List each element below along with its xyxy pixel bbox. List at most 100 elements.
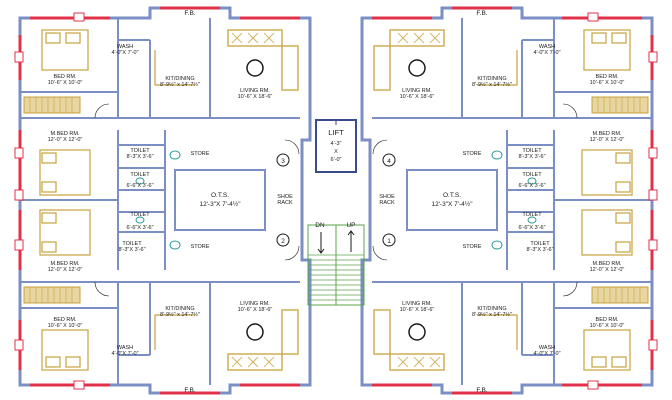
coffee-tables	[246, 59, 426, 341]
bed-bl	[41, 329, 89, 371]
bed-dim-tl: 10'-6" X 10'-0"	[48, 80, 83, 86]
store-label-r1: STORE	[463, 151, 482, 157]
fb-label-bl: F.B.	[184, 387, 195, 394]
bed-label-tr: BED RM.	[596, 74, 619, 80]
core	[307, 119, 365, 306]
living-label-bl: LIVING RM.	[240, 301, 270, 307]
flat-markers	[276, 153, 396, 247]
toilet-dim-l1: 8'-3"X 3'-6"	[126, 154, 153, 160]
kit-label-tr: KIT/DINING	[477, 76, 506, 82]
store-label-l2: STORE	[191, 244, 210, 250]
ots-dim-l: 12'-3"X 7'-4½"	[199, 200, 241, 208]
living-label-br: LIVING RM.	[402, 301, 432, 307]
fb-label-br: F.B.	[476, 387, 487, 394]
wardrobe-hatch	[29, 97, 641, 303]
ots-dim-r: 12'-3"X 7'-4½"	[431, 200, 473, 208]
wash-label-br: WASH	[539, 345, 555, 351]
toilet-fixtures	[135, 150, 537, 250]
sofas	[227, 29, 445, 371]
toilet-dim-r1: 8'-3"X 3'-6"	[518, 154, 545, 160]
toilet-label-l2: TOILET	[130, 172, 150, 178]
wash-dim-bl: 4'-0"X 7'-0"	[111, 351, 138, 357]
kit-dim-tr: 8'-9½" x 14'-7½"	[472, 81, 512, 88]
kit-label-tl: KIT/DINING	[165, 76, 194, 82]
toilet-label-r1: TOILET	[522, 148, 542, 154]
fb-label-tr: F.B.	[476, 10, 487, 17]
shoe-label-r: SHOE	[379, 194, 395, 200]
bed-tr	[583, 29, 631, 71]
wash-label-tr: WASH	[539, 44, 555, 50]
living-label-tr: LIVING RM.	[402, 88, 432, 94]
bed-label-br: BED RM.	[596, 317, 619, 323]
store-label-r2: STORE	[463, 244, 482, 250]
toilet-dim-l3: 6'-6"X 3'-6"	[126, 225, 153, 231]
bed-dim-br: 10'-6" X 10'-0"	[590, 323, 625, 329]
toilet-label-l4: TOILET	[122, 241, 142, 247]
toilet-label-r4: TOILET	[530, 241, 550, 247]
toilet-label-r3: TOILET	[522, 212, 542, 218]
flat-number-3: 3	[281, 158, 285, 165]
mbed-label-tl: M.BED RM.	[50, 131, 80, 137]
lift-dim2: 6'-0"	[331, 157, 342, 163]
toilet-dim-r4: 8'-3"X 3'-6"	[526, 247, 553, 253]
wash-dim-br: 4'-0"X 7'-0"	[533, 351, 560, 357]
mbed-label-bl: M.BED RM.	[50, 261, 80, 267]
kit-label-bl: KIT/DINING	[165, 306, 194, 312]
mbed-label-tr: M.BED RM.	[592, 131, 622, 137]
toilet-dim-l2: 6'-6"X 3'-6"	[126, 183, 153, 189]
flat-number-2: 2	[281, 238, 285, 245]
living-dim-bl: 10'-6" X 18'-6"	[238, 307, 273, 313]
bed-label-tl: BED RM.	[54, 74, 77, 80]
wash-dim-tr: 4'-0"X 7'-0"	[533, 50, 560, 56]
door-swings	[94, 103, 578, 297]
ots-label-l: O.T.S.	[211, 192, 229, 199]
toilet-dim-r2: 6'-6"X 3'-6"	[518, 183, 545, 189]
living-label-tl: LIVING RM.	[240, 88, 270, 94]
toilet-label-r2: TOILET	[522, 172, 542, 178]
ots-label-r: O.T.S.	[443, 192, 461, 199]
kit-dim-tl: 8'-9½" x 14'-7½"	[160, 81, 200, 88]
bed-mr	[581, 149, 633, 196]
kit-label-br: KIT/DINING	[477, 306, 506, 312]
lift-label: LIFT	[328, 128, 344, 137]
mbed-dim-tl: 12'-0" X 12'-0"	[48, 137, 83, 143]
mbed-dim-tr: 12'-0" X 12'-0"	[590, 137, 625, 143]
toilet-dim-l4: 8'-3"X 3'-6"	[118, 247, 145, 253]
lift-dim1: 4'-3"	[331, 141, 342, 147]
rack-label-r: RACK	[379, 200, 395, 206]
bed-ml	[39, 149, 91, 196]
beds	[39, 29, 633, 371]
toilet-label-l1: TOILET	[130, 148, 150, 154]
bed-dim-tr: 10'-6" X 10'-0"	[590, 80, 625, 86]
shoe-label-l: SHOE	[277, 194, 293, 200]
toilet-dim-r3: 6'-6"X 3'-6"	[518, 225, 545, 231]
living-dim-br: 10'-6" X 18'-6"	[400, 307, 435, 313]
bed-label-bl: BED RM.	[54, 317, 77, 323]
mbed-label-br: M.BED RM.	[592, 261, 622, 267]
kit-dim-br: 8'-9½" x 14'-7½"	[472, 311, 512, 318]
kit-dim-bl: 8'-9½" x 14'-7½"	[160, 311, 200, 318]
wash-label-bl: WASH	[117, 345, 133, 351]
internal-walls-right	[372, 18, 652, 385]
stair-dn-label: DN	[315, 222, 325, 229]
columns	[14, 12, 658, 390]
windows	[18, 6, 654, 395]
bed-br	[583, 329, 631, 371]
wash-label-tl: WASH	[117, 44, 133, 50]
stair-up-label: UP	[346, 222, 355, 229]
sofa-cushions	[231, 32, 441, 368]
wash-dim-tl: 4'-0"X 7'-0"	[111, 50, 138, 56]
internal-walls-left	[20, 18, 300, 385]
bed-mr2	[581, 209, 633, 256]
toilet-label-l3: TOILET	[130, 212, 150, 218]
kitchen-counters	[154, 50, 518, 350]
lift-x: X	[334, 149, 338, 155]
bed-tl	[41, 29, 89, 71]
rack-label-l: RACK	[277, 200, 293, 206]
fb-label-tl: F.B.	[184, 10, 195, 17]
store-label-l1: STORE	[191, 151, 210, 157]
bed-dim-bl: 10'-6" X 10'-0"	[48, 323, 83, 329]
mbed-dim-bl: 12'-0" X 12'-0"	[48, 267, 83, 273]
bed-ml2	[39, 209, 91, 256]
